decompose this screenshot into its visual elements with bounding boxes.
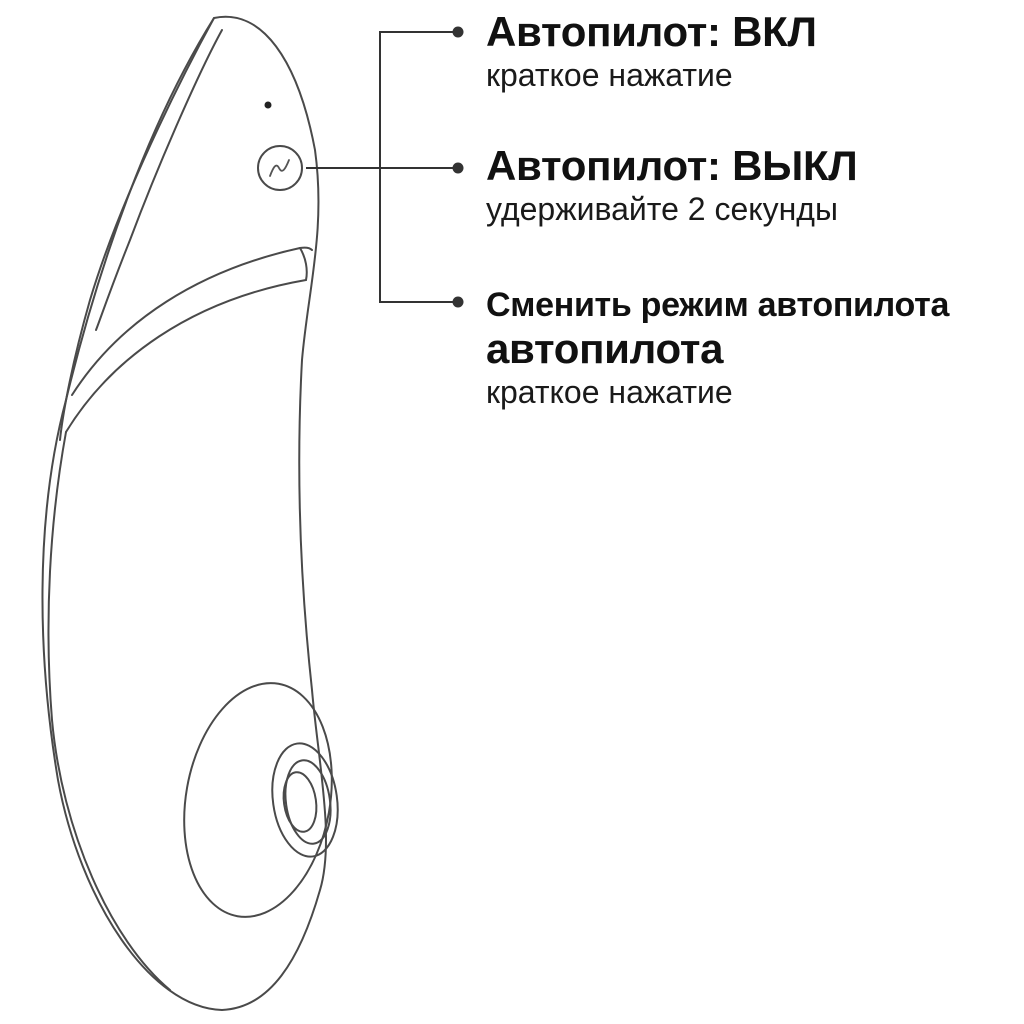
- autopilot-button: [257, 145, 303, 191]
- device-band-bottom: [65, 279, 307, 433]
- device-body-outline: [41, 15, 327, 1011]
- device-band-right: [299, 247, 308, 281]
- device-front-edge: [47, 431, 171, 991]
- device-side-edge: [59, 17, 215, 441]
- led-dot: [264, 101, 272, 109]
- callout-dot-off: [452, 162, 464, 174]
- wave-icon: [269, 159, 290, 177]
- device-band-top: [71, 246, 313, 396]
- change-mode-subtitle: краткое нажатие: [486, 374, 733, 410]
- head-rim: [282, 771, 318, 833]
- autopilot-off-subtitle: удерживайте 2 секунды: [486, 191, 838, 227]
- change-mode-title-line2: автопилота: [486, 325, 724, 372]
- autopilot-on-title: Автопилот: ВКЛ: [486, 8, 817, 55]
- head-inner: [271, 742, 339, 858]
- head-opening: [284, 759, 332, 845]
- device-side-edge-inner: [95, 29, 223, 331]
- callout-dot-on: [452, 26, 464, 38]
- annotation-autopilot-on: Автопилот: ВКЛ краткое нажатие: [486, 8, 817, 94]
- autopilot-on-subtitle: краткое нажатие: [486, 57, 733, 93]
- annotation-autopilot-off: Автопилот: ВЫКЛ удерживайте 2 секунды: [486, 142, 858, 228]
- head-outer: [183, 682, 333, 918]
- annotation-change-mode: Сменить режим автопилота автопилота крат…: [486, 285, 949, 411]
- callout-dot-mode: [452, 296, 464, 308]
- autopilot-off-title: Автопилот: ВЫКЛ: [486, 142, 858, 189]
- change-mode-title-line1: Сменить режим автопилота: [486, 286, 950, 324]
